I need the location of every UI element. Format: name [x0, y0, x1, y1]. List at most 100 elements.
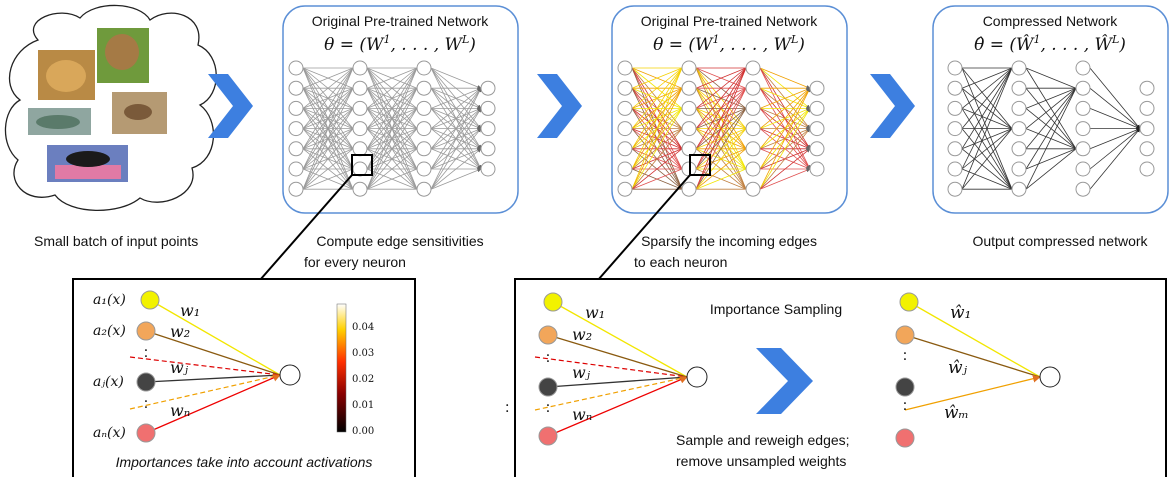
network-neuron	[480, 121, 496, 137]
colorbar-tick: 0.02	[352, 374, 374, 385]
panel2-caption-line2: to each neuron	[634, 254, 727, 270]
network-edge	[1089, 67, 1141, 129]
network-neuron	[352, 181, 368, 197]
network-edge	[1025, 88, 1077, 190]
network-edge	[961, 128, 1013, 170]
network-edge	[759, 87, 811, 109]
network-edge	[695, 67, 747, 190]
network-neuron	[745, 60, 761, 76]
network-edge	[430, 108, 482, 190]
weight-label: wⱼ	[572, 363, 591, 382]
target-neuron	[1039, 366, 1061, 388]
network-neuron	[617, 100, 633, 116]
network-neuron	[288, 121, 304, 137]
weight-label: w₁	[585, 303, 605, 322]
ellipsis-dot: ·	[144, 349, 148, 365]
neuron-aj	[538, 377, 558, 397]
network-edge	[631, 67, 683, 109]
network-neuron	[352, 60, 368, 76]
neuron-aj	[136, 372, 156, 392]
network-neuron	[681, 80, 697, 96]
network-neuron	[681, 60, 697, 76]
network-neuron	[745, 161, 761, 177]
network-edge	[302, 148, 354, 190]
network-edge	[631, 128, 683, 190]
network-neuron	[745, 141, 761, 157]
network-neuron	[480, 161, 496, 177]
network-edge	[695, 128, 747, 190]
network-edge	[695, 67, 747, 170]
focus-square-1	[351, 154, 373, 176]
neuron-an	[136, 423, 156, 443]
network-neuron	[947, 100, 963, 116]
panel-original-network-2: Original Pre-trained Network θ = (W1, . …	[611, 5, 848, 270]
panel1-caption-line1: Compute edge sensitivities	[316, 233, 483, 249]
neuron-a1	[543, 292, 563, 312]
network-neuron	[947, 60, 963, 76]
sampling-caption-line1: Sample and reweigh edges;	[676, 432, 850, 448]
weight-label: wⱼ	[170, 358, 189, 377]
network-neuron	[288, 181, 304, 197]
network-edge	[759, 108, 811, 190]
colorbar-tick: 0.01	[352, 400, 374, 411]
network-edge	[961, 67, 1013, 129]
network-edge	[430, 87, 482, 190]
activation-label: a₂(x)	[93, 323, 126, 339]
network-neuron	[352, 141, 368, 157]
ellipsis-dot: ·	[903, 352, 907, 368]
network-edge	[695, 67, 747, 89]
network-neuron	[809, 141, 825, 157]
network-neuron	[681, 100, 697, 116]
network-edge	[631, 67, 683, 190]
network-neuron	[809, 161, 825, 177]
network-neuron	[1075, 181, 1091, 197]
network-neuron	[617, 161, 633, 177]
panel-original-network-1: Original Pre-trained Network θ = (W1, . …	[282, 5, 519, 270]
network-neuron	[1011, 100, 1027, 116]
sampling-caption-line2: remove unsampled weights	[676, 453, 846, 469]
colorbar-tick: 0.03	[352, 348, 374, 359]
network-edge	[631, 67, 683, 150]
network-edge	[366, 108, 418, 190]
neuron-an	[895, 428, 915, 448]
network-neuron	[1011, 141, 1027, 157]
network-edge	[366, 128, 418, 190]
panel2-title: Original Pre-trained Network	[641, 13, 819, 29]
network-neuron	[288, 161, 304, 177]
neuron-a1	[899, 292, 919, 312]
network-graph-1	[288, 60, 496, 197]
network-neuron	[681, 181, 697, 197]
network-edge	[366, 67, 418, 129]
network-neuron	[947, 121, 963, 137]
network-edge	[695, 67, 747, 150]
colorbar-tick: 0.00	[352, 426, 374, 437]
network-edge	[366, 88, 418, 190]
network-edge	[759, 67, 811, 89]
ellipsis-dot: ·	[903, 396, 907, 412]
network-edge	[302, 108, 354, 190]
activation-label: aₙ(x)	[93, 425, 126, 441]
callout-line-2	[597, 174, 691, 281]
network-neuron	[1075, 100, 1091, 116]
network-edge	[302, 88, 354, 190]
focus-square-2	[689, 154, 711, 176]
network-neuron	[947, 161, 963, 177]
network-edge	[430, 67, 482, 89]
network-edge	[430, 128, 482, 190]
weight-label: w₁	[180, 301, 200, 320]
chevron-sampling	[756, 348, 813, 414]
network-edge	[1025, 87, 1077, 150]
network-edge	[695, 67, 747, 109]
ellipsis-dot: ·	[546, 348, 550, 364]
panel3-theta: θ̂ = (Ŵ1, . . . , ŴL)	[974, 33, 1126, 55]
network-edge	[695, 148, 747, 190]
neuron-a2	[895, 325, 915, 345]
network-neuron	[617, 80, 633, 96]
network-neuron	[288, 60, 304, 76]
network-edge	[302, 67, 354, 150]
network-neuron	[416, 60, 432, 76]
panel3-title: Compressed Network	[983, 13, 1119, 29]
network-edge	[631, 108, 683, 190]
network-edge	[759, 87, 811, 150]
